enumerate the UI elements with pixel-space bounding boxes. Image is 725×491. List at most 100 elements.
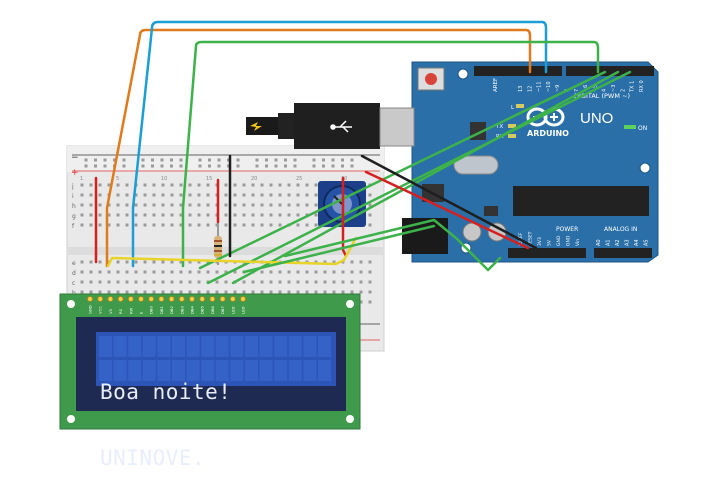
breadboard-hole[interactable] <box>170 183 174 187</box>
breadboard-hole[interactable] <box>269 203 273 207</box>
breadboard-rail-hole[interactable] <box>179 158 183 162</box>
breadboard-hole[interactable] <box>206 270 210 274</box>
wire-green-4[interactable] <box>206 70 632 285</box>
breadboard-hole[interactable] <box>152 193 156 197</box>
breadboard-hole[interactable] <box>116 193 120 197</box>
breadboard-hole[interactable] <box>170 193 174 197</box>
breadboard-hole[interactable] <box>143 290 147 294</box>
breadboard-hole[interactable] <box>98 183 102 187</box>
breadboard-hole[interactable] <box>341 280 345 284</box>
breadboard-hole[interactable] <box>269 270 273 274</box>
breadboard-hole[interactable] <box>314 270 318 274</box>
breadboard-hole[interactable] <box>152 280 156 284</box>
breadboard-hole[interactable] <box>287 213 291 217</box>
breadboard-hole[interactable] <box>143 270 147 274</box>
breadboard-hole[interactable] <box>152 270 156 274</box>
wire-red-5v[interactable] <box>364 170 530 250</box>
breadboard-hole[interactable] <box>233 290 237 294</box>
lcd-pin[interactable] <box>127 296 134 302</box>
breadboard-hole[interactable] <box>116 280 120 284</box>
breadboard-hole[interactable] <box>368 300 372 304</box>
breadboard-hole[interactable] <box>332 280 336 284</box>
breadboard-hole[interactable] <box>269 223 273 227</box>
breadboard-rail-hole[interactable] <box>160 158 164 162</box>
breadboard-hole[interactable] <box>107 213 111 217</box>
breadboard-hole[interactable] <box>170 213 174 217</box>
breadboard-hole[interactable] <box>206 193 210 197</box>
breadboard-hole[interactable] <box>107 183 111 187</box>
breadboard-hole[interactable] <box>116 270 120 274</box>
digital-header-right[interactable] <box>566 66 654 76</box>
breadboard-rail-hole[interactable] <box>341 158 344 162</box>
breadboard-hole[interactable] <box>323 280 327 284</box>
breadboard-hole[interactable] <box>368 280 372 284</box>
breadboard-hole[interactable] <box>350 280 354 284</box>
breadboard-hole[interactable] <box>260 213 264 217</box>
breadboard-rail-hole[interactable] <box>170 158 173 162</box>
breadboard-hole[interactable] <box>224 183 228 187</box>
breadboard-hole[interactable] <box>251 213 255 217</box>
breadboard-hole[interactable] <box>305 203 309 207</box>
breadboard-hole[interactable] <box>296 280 300 284</box>
breadboard-rail-hole[interactable] <box>293 158 297 162</box>
breadboard-rail-hole[interactable] <box>113 158 116 162</box>
breadboard-rail-hole[interactable] <box>141 164 145 168</box>
breadboard-hole[interactable] <box>125 223 129 227</box>
breadboard-hole[interactable] <box>305 280 309 284</box>
breadboard-hole[interactable] <box>314 183 318 187</box>
wire-black-gnd[interactable] <box>360 154 538 250</box>
wire-red-rail-2[interactable] <box>341 176 348 258</box>
breadboard-hole[interactable] <box>89 280 93 284</box>
breadboard-hole[interactable] <box>233 193 237 197</box>
breadboard-hole[interactable] <box>98 193 102 197</box>
breadboard-hole[interactable] <box>368 270 372 274</box>
breadboard-hole[interactable] <box>161 223 165 227</box>
lcd-pin[interactable] <box>97 296 104 302</box>
breadboard-hole[interactable] <box>134 260 138 264</box>
breadboard-hole[interactable] <box>125 193 129 197</box>
breadboard-hole[interactable] <box>242 193 246 197</box>
breadboard-rail-hole[interactable] <box>198 158 202 162</box>
breadboard-hole[interactable] <box>341 270 345 274</box>
breadboard-hole[interactable] <box>287 270 291 274</box>
breadboard-hole[interactable] <box>125 213 129 217</box>
breadboard-hole[interactable] <box>224 203 228 207</box>
breadboard-hole[interactable] <box>278 223 282 227</box>
breadboard-hole[interactable] <box>80 203 84 207</box>
breadboard-hole[interactable] <box>323 270 327 274</box>
breadboard-hole[interactable] <box>125 260 129 264</box>
breadboard-hole[interactable] <box>107 280 111 284</box>
breadboard-hole[interactable] <box>179 223 183 227</box>
breadboard-hole[interactable] <box>359 300 363 304</box>
breadboard-hole[interactable] <box>296 223 300 227</box>
breadboard-rail-hole[interactable] <box>151 158 154 162</box>
breadboard-hole[interactable] <box>179 213 183 217</box>
breadboard-hole[interactable] <box>170 260 174 264</box>
breadboard-hole[interactable] <box>296 183 300 187</box>
breadboard-hole[interactable] <box>260 193 264 197</box>
breadboard-hole[interactable] <box>188 193 192 197</box>
breadboard-hole[interactable] <box>296 203 300 207</box>
breadboard-hole[interactable] <box>197 223 201 227</box>
breadboard-rail-hole[interactable] <box>94 158 97 162</box>
breadboard-hole[interactable] <box>98 223 102 227</box>
breadboard-hole[interactable] <box>197 290 201 294</box>
breadboard-hole[interactable] <box>89 290 93 294</box>
breadboard-hole[interactable] <box>89 183 93 187</box>
breadboard-hole[interactable] <box>260 290 264 294</box>
breadboard-hole[interactable] <box>89 223 93 227</box>
breadboard-hole[interactable] <box>134 193 138 197</box>
breadboard-rail-hole[interactable] <box>103 158 107 162</box>
breadboard-hole[interactable] <box>359 290 363 294</box>
breadboard-hole[interactable] <box>251 290 255 294</box>
breadboard-hole[interactable] <box>233 203 237 207</box>
breadboard-rail-hole[interactable] <box>331 158 335 162</box>
breadboard-hole[interactable] <box>278 280 282 284</box>
breadboard-rail-hole[interactable] <box>255 164 259 168</box>
lcd-pin[interactable] <box>209 296 216 302</box>
digital-header-left[interactable] <box>474 66 562 76</box>
resistor[interactable] <box>214 222 222 265</box>
breadboard-hole[interactable] <box>80 193 84 197</box>
breadboard-hole[interactable] <box>80 280 84 284</box>
breadboard-rail-hole[interactable] <box>160 164 164 168</box>
